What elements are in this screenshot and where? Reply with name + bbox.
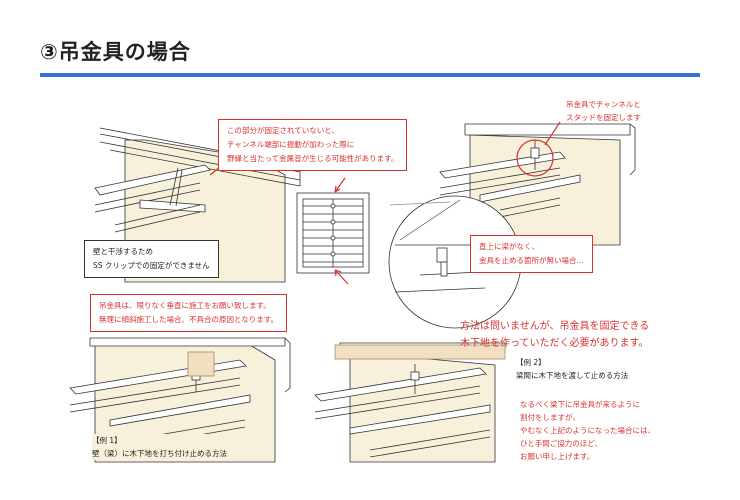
example2-caption: 【例 2】 梁間に木下地を渡して止める方法: [516, 358, 629, 380]
solution-text: 方法は問いませんが、吊金具を固定できる 木下地を作っていただく必要があります。: [460, 321, 650, 349]
beam-note-callout: 直上に梁がなく、 金具を止める箇所が無い場合…: [470, 235, 593, 273]
wall-note-callout: 壁と干渉するため SS クリップでの固定ができません: [84, 240, 219, 278]
example2-note: なるべく梁下に吊金具が来るように 割付をしますが、 やむなく上記のようになった場…: [520, 400, 655, 461]
wood-beam: [334, 344, 506, 360]
example1-caption: 【例 1】 壁（梁）に木下地を打ち付け止める方法: [92, 434, 227, 460]
page-title: ③吊金具の場合: [40, 40, 191, 64]
scene-example2: [314, 342, 506, 463]
wood-block: [187, 351, 215, 377]
top-warning-callout: この部分が固定されていないと、 チャンネル端部に振動が加わった際に 野縁と当たっ…: [218, 119, 408, 171]
scene-hanger: [439, 123, 636, 246]
ceiling-panel-diagram: [296, 192, 370, 274]
title-underline: [40, 73, 700, 77]
vertical-warning-callout: 吊金具は、限りなく垂直に施工をお願い致します。 無理に傾斜施工した場合、不具合の…: [90, 294, 288, 332]
hanger-label: 吊金具でチャンネルと スタッドを固定します: [566, 100, 641, 122]
